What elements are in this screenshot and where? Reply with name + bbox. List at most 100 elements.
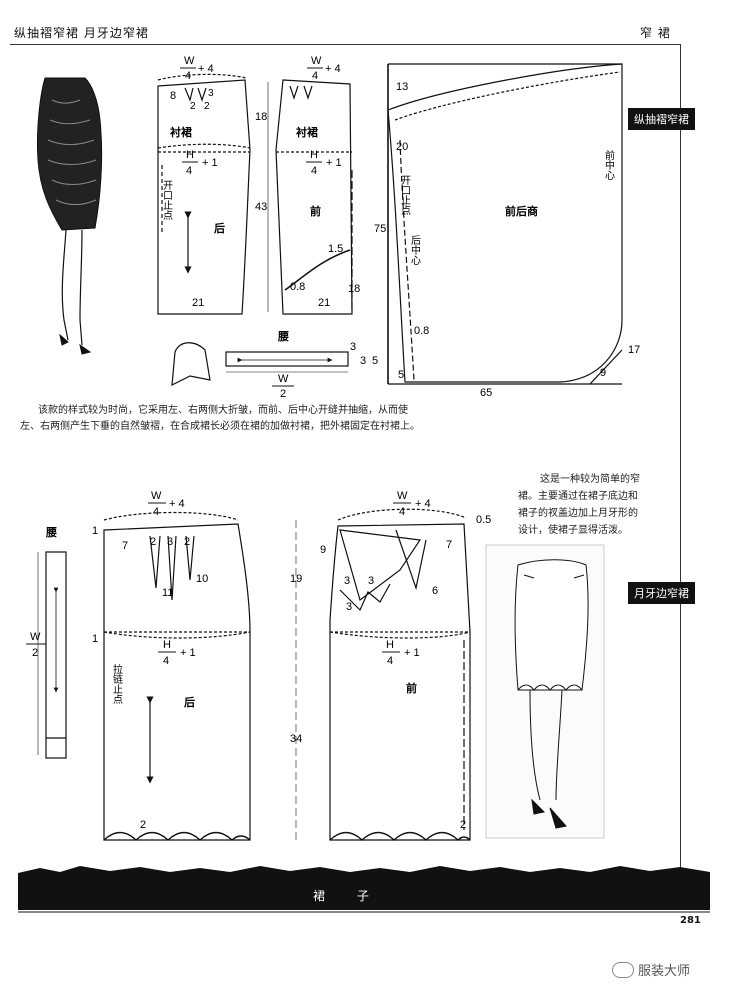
watermark-text: 服装大师 — [638, 964, 691, 979]
label-plus4: + 4 — [198, 63, 214, 75]
label-10: 10 — [196, 573, 208, 585]
label-plus1-front-2: + 1 — [404, 647, 420, 659]
scallop-front-panel — [329, 508, 471, 841]
label-1: 1 — [92, 525, 98, 537]
label-opening-stop: 开口止点 — [161, 180, 173, 221]
description-second-line2: 裙。主要通过在裙子底边和 — [518, 491, 638, 502]
label-front: 前 — [310, 204, 321, 218]
label-18-front: 18 — [348, 283, 360, 295]
label-21-back: 21 — [192, 297, 204, 309]
label-8: 8 — [170, 90, 176, 102]
label-two-wb2: 2 — [32, 647, 38, 659]
label-h-front: H — [310, 149, 318, 161]
label-18: 18 — [255, 111, 267, 123]
label-plus4-front: + 4 — [325, 63, 341, 75]
label-front-back: 前后商 — [505, 204, 538, 218]
label-5: 5 — [398, 369, 404, 381]
label-h-four-front: 4 — [311, 165, 317, 177]
label-w-wb: W — [278, 373, 289, 385]
label-2: 2 — [190, 101, 196, 112]
label-w: W — [184, 55, 195, 67]
label-5-wb: 5 — [372, 355, 378, 367]
description-second-line3: 裙子的衩盖边加上月牙形的 — [518, 508, 638, 519]
label-four-2: 4 — [153, 506, 159, 518]
label-h-four: 4 — [186, 165, 192, 177]
scallop-back-panel — [103, 511, 251, 841]
label-h-2: H — [163, 639, 171, 651]
label-h: H — [186, 149, 194, 161]
label-four: 4 — [185, 70, 191, 82]
label-four-front-2: 4 — [399, 506, 405, 518]
label-13: 13 — [396, 81, 408, 93]
label-20: 20 — [396, 141, 408, 153]
waistband-2 — [37, 551, 67, 759]
label-h-four-front-2: 4 — [387, 655, 393, 667]
label-2-dart: 2 — [150, 536, 156, 548]
illustration-scallop-skirt — [485, 544, 605, 839]
label-7-front: 7 — [446, 539, 452, 551]
label-2b: 2 — [204, 101, 210, 112]
label-1-b: 1 — [92, 633, 98, 645]
label-0-8-outer: 0.8 — [414, 325, 429, 337]
label-waistband-2: 腰 — [45, 526, 57, 539]
label-0-8: 0.8 — [290, 281, 305, 293]
label-3-front-b: 3 — [368, 575, 374, 587]
description-first-line1: 该款的样式较为时尚，它采用左、右两侧大折皱，而前、后中心开缝并抽缩，从而使 — [38, 405, 408, 416]
label-1-5: 1.5 — [328, 243, 343, 255]
label-43: 43 — [255, 201, 267, 213]
label-plus1-2: + 1 — [180, 647, 196, 659]
front-lining-panel — [275, 79, 353, 315]
outer-skirt-panel — [387, 63, 623, 385]
label-back: 后 — [214, 221, 225, 235]
label-plus1: + 1 — [202, 157, 218, 169]
label-0-5: 0.5 — [476, 514, 491, 526]
header-right-title: 窄 裙 — [640, 26, 671, 40]
waistband-1 — [171, 342, 349, 387]
label-h-four-2: 4 — [163, 655, 169, 667]
illustration-ruched-skirt — [36, 77, 103, 355]
label-front-center: 前中心 — [603, 149, 615, 180]
label-3-wb: 3 — [350, 341, 356, 353]
label-zipper-stop: 拉链止点 — [111, 663, 123, 705]
label-four-front: 4 — [312, 70, 318, 82]
label-2-front-bottom: 2 — [460, 819, 466, 831]
label-75: 75 — [374, 223, 386, 235]
label-plus4-2: + 4 — [169, 498, 185, 510]
label-plus4-front-2: + 4 — [415, 498, 431, 510]
label-w-front-2: W — [397, 490, 408, 502]
label-lining-front: 衬裙 — [296, 125, 318, 139]
section-tag-second: 月牙边窄裙 — [628, 582, 695, 604]
wechat-icon — [612, 962, 634, 978]
label-2-dart-b: 2 — [184, 536, 190, 548]
label-17: 17 — [628, 344, 640, 356]
label-back-2: 后 — [184, 695, 195, 709]
description-second-line1: 这是一种较为简单的窄 — [540, 474, 640, 485]
label-two-wb: 2 — [280, 388, 286, 400]
label-plus1-front: + 1 — [326, 157, 342, 169]
label-3-front-c: 3 — [346, 601, 352, 613]
label-34: 34 — [290, 733, 302, 745]
footer-strip — [18, 866, 710, 910]
label-2-bottom: 2 — [140, 819, 146, 831]
label-back-center: 后中心 — [409, 235, 421, 265]
description-first-line2: 左、右两侧产生下垂的自然皱褶，在合成裙长必须在裙的加做衬裙，把外裙固定在衬裙上。 — [20, 421, 420, 432]
label-w-wb2: W — [30, 631, 41, 643]
label-19: 19 — [290, 573, 302, 585]
label-3-dart: 3 — [167, 536, 173, 548]
page-number: 281 — [680, 915, 701, 926]
label-3-wb2: 3 — [360, 355, 366, 367]
label-w-front: W — [311, 55, 322, 67]
label-9: 9 — [600, 367, 606, 379]
label-opening-stop-2: 开口止点 — [399, 175, 411, 216]
label-w-2: W — [151, 490, 162, 502]
label-9-front: 9 — [320, 544, 326, 556]
header-left-title: 纵抽褶窄裙 月牙边窄裙 — [14, 26, 149, 40]
label-11: 11 — [162, 587, 173, 599]
description-second-line4: 设计，使裙子显得活泼。 — [518, 525, 628, 536]
label-21-front: 21 — [318, 297, 330, 309]
label-front-2: 前 — [406, 681, 417, 695]
right-margin-rule — [680, 44, 681, 874]
label-6-front: 6 — [432, 585, 438, 597]
label-7: 7 — [122, 540, 128, 552]
